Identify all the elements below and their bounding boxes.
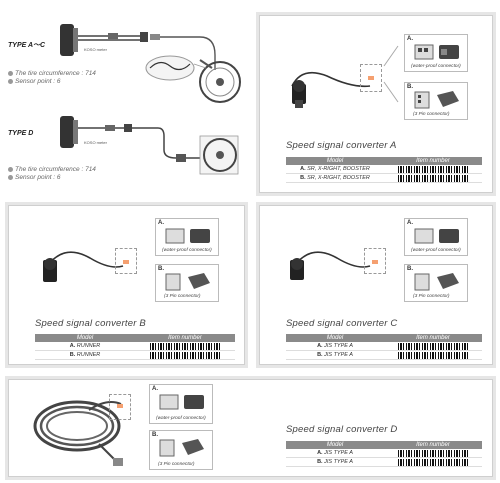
bullet-icon [8, 78, 13, 84]
bullet-icon [8, 70, 13, 76]
converter-d-highlight-box [109, 394, 131, 420]
table-row: A. SR, X-RIGHT, BOOSTER [286, 165, 482, 174]
converter-b-title: Speed signal converter B [35, 318, 146, 329]
converter-c-highlight-box [364, 248, 386, 274]
converter-b-plug [123, 260, 129, 264]
barcode [398, 449, 468, 457]
connector-a-letter: A. [407, 36, 413, 42]
table-row: A. JIS TYPE A [286, 342, 482, 351]
connector-b-box: B. (3 Pin connector) [155, 264, 219, 302]
type-ac-spec-sensor: Sensor point : 6 [15, 78, 61, 85]
connector-a-caption: (water-proof connector) [411, 64, 461, 69]
item-number-header: Item number [416, 335, 450, 341]
converter-b-table: Model Item number A. RUNNER B. RUNNER [35, 334, 235, 360]
type-d-meter-label: KOSO meter [84, 140, 107, 145]
connector-a-letter: A. [158, 220, 164, 226]
table-row: A. RUNNER [35, 342, 235, 351]
converter-a-sensor-image [291, 71, 371, 108]
converter-d-table: Model Item number A. JIS TYPE A B. JIS TY… [286, 441, 482, 467]
three-pin-connector-icon [165, 273, 210, 291]
converter-c-title: Speed signal converter C [286, 318, 398, 329]
converter-a-highlight-box [360, 64, 382, 92]
barcode [398, 342, 468, 350]
connector-a-caption: (water-proof connector) [162, 248, 212, 253]
connector-b-caption: (3 Pin connector) [413, 112, 450, 117]
three-pin-connector-icon [414, 91, 459, 109]
connector-b-box: B. (3 Pin connector) [404, 82, 468, 120]
connector-arrows [383, 45, 399, 103]
connector-a-box: A. (water-proof connector) [404, 34, 468, 72]
converter-a-plug [368, 76, 374, 80]
type-d-spec-circumference: The tire circumference : 714 [15, 166, 96, 173]
connector-b-caption: (3 Pin connector) [413, 294, 450, 299]
connector-a-letter: A. [407, 220, 413, 226]
waterproof-connector-icon [159, 394, 204, 410]
type-ac-specs: The tire circumference : 714 Sensor poin… [8, 70, 96, 86]
table-row: B. JIS TYPE A [286, 458, 482, 467]
converter-c-sensor-image [290, 251, 371, 280]
model-header: Model [326, 442, 344, 448]
barcode [150, 351, 220, 359]
type-ac-wiring-illustration [60, 24, 241, 175]
bullet-icon [8, 174, 13, 180]
barcode [398, 458, 468, 466]
type-ac-meter-label: KOSO meter [84, 47, 107, 52]
connector-b-box: B. (3 Pin connector) [404, 264, 468, 302]
converter-c-panel: A. (water-proof connector) B. (3 Pin con… [259, 205, 493, 365]
connector-b-caption: (3 Pin connector) [158, 462, 195, 467]
barcode [398, 351, 468, 359]
model-header: Model [326, 158, 344, 164]
converter-a-table: Model Item number A. SR, X-RIGHT, BOOSTER… [286, 157, 482, 183]
connector-a-caption: (water-proof connector) [411, 248, 461, 253]
waterproof-connector-icon [414, 228, 459, 244]
item-number-header: Item number [416, 158, 450, 164]
connector-a-box: A. (water-proof connector) [404, 218, 468, 256]
table-row: B. SR, X-RIGHT, BOOSTER [286, 174, 482, 183]
table-row: A. JIS TYPE A [286, 449, 482, 458]
type-ac-label: TYPE A～C [8, 42, 46, 49]
converter-d-cable-image [33, 400, 123, 466]
type-d-specs: The tire circumference : 714 Sensor poin… [8, 166, 96, 182]
connector-a-box: A. (water-proof connector) [149, 384, 213, 424]
waterproof-connector-icon [414, 44, 459, 60]
type-ac-spec-circumference: The tire circumference : 714 [15, 70, 96, 77]
connector-a-letter: A. [152, 386, 158, 392]
converter-a-panel: A. (water-proof connector) B. (3 Pin con… [259, 15, 493, 193]
model-header: Model [76, 335, 94, 341]
barcode [398, 165, 468, 173]
type-d-spec-sensor: Sensor point : 6 [15, 174, 61, 181]
barcode [398, 174, 468, 182]
converter-c-table: Model Item number A. JIS TYPE A B. JIS TY… [286, 334, 482, 360]
converter-b-sensor-image [43, 251, 124, 282]
three-pin-connector-icon [159, 439, 204, 457]
connector-a-box: A. (water-proof connector) [155, 218, 219, 256]
connector-b-letter: B. [152, 432, 158, 438]
connector-a-caption: (water-proof connector) [156, 416, 206, 421]
converter-d-panel: A. (water-proof connector) B. (3 Pin con… [8, 379, 493, 477]
three-pin-connector-icon [414, 273, 459, 291]
connector-b-box: B. (3 Pin connector) [149, 430, 213, 470]
connector-b-letter: B. [407, 84, 413, 90]
item-number-header: Item number [416, 442, 450, 448]
converter-b-highlight-box [115, 248, 137, 274]
connector-b-caption: (3 Pin connector) [164, 294, 201, 299]
connector-b-letter: B. [158, 266, 164, 272]
type-d-label: TYPE D [8, 130, 34, 137]
item-number-header: Item number [168, 335, 202, 341]
converter-d-title: Speed signal converter D [286, 424, 398, 435]
barcode [150, 342, 220, 350]
table-row: B. JIS TYPE A [286, 351, 482, 360]
bullet-icon [8, 166, 13, 172]
converter-a-title: Speed signal converter A [286, 140, 397, 151]
table-row: B. RUNNER [35, 351, 235, 360]
converter-c-plug [372, 260, 378, 264]
connector-b-letter: B. [407, 266, 413, 272]
model-header: Model [326, 335, 344, 341]
converter-d-plug [117, 404, 123, 408]
waterproof-connector-icon [165, 228, 210, 244]
converter-b-panel: A. (water-proof connector) B. (3 Pin con… [8, 205, 245, 365]
